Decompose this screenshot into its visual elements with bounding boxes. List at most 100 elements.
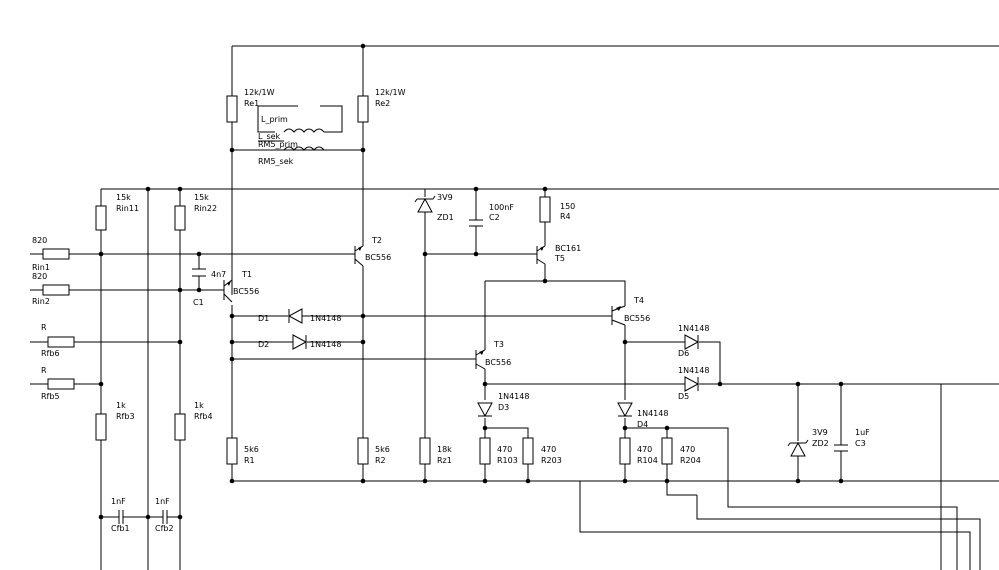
r103-ref: R103 bbox=[497, 456, 518, 465]
resistor-re1 bbox=[226, 95, 238, 123]
resistor-rin22 bbox=[174, 205, 186, 231]
r104-value: 470 bbox=[637, 445, 652, 454]
junction-dot bbox=[145, 514, 151, 520]
resistor-rin1 bbox=[42, 248, 70, 260]
r103-value: 470 bbox=[497, 445, 512, 454]
rfb4-ref: Rfb4 bbox=[194, 412, 213, 421]
zener-zd2 bbox=[787, 439, 809, 457]
resistors bbox=[42, 95, 673, 465]
junction-dot bbox=[482, 478, 488, 484]
junction-dot bbox=[473, 186, 479, 192]
t1-ref: T1 bbox=[241, 270, 252, 279]
cfb2-value: 1nF bbox=[155, 497, 170, 506]
junction-dot bbox=[717, 381, 723, 387]
re1-value: 12k/1W bbox=[244, 88, 275, 97]
c2-ref: C2 bbox=[489, 213, 500, 222]
resistor-r4 bbox=[539, 196, 551, 223]
junction-dot bbox=[482, 425, 488, 431]
t4-type: BC556 bbox=[624, 314, 650, 323]
cfb1-value: 1nF bbox=[111, 497, 126, 506]
transistor-t5 bbox=[536, 245, 546, 265]
diode-d4 bbox=[617, 402, 633, 418]
junction-dot bbox=[229, 147, 235, 153]
t1-type: BC556 bbox=[233, 287, 259, 296]
rm5-prim-label: RM5_prim bbox=[258, 140, 298, 149]
r4-ref: R4 bbox=[560, 212, 571, 221]
junction-dot bbox=[98, 381, 104, 387]
rfb4-value: 1k bbox=[194, 401, 204, 410]
zd2-value: 3V9 bbox=[812, 428, 828, 437]
junction-dot bbox=[664, 425, 670, 431]
resistor-r2 bbox=[357, 437, 369, 465]
resistor-re2 bbox=[357, 95, 369, 123]
inductor-l-prim-frame bbox=[257, 105, 298, 133]
junction-dot bbox=[177, 514, 183, 520]
inductors bbox=[257, 105, 343, 151]
junction-dot bbox=[229, 478, 235, 484]
c2-value: 100nF bbox=[489, 203, 514, 212]
cfb1-ref: Cfb1 bbox=[111, 524, 130, 533]
rin22-value: 15k bbox=[194, 193, 209, 202]
d2-ref: D2 bbox=[258, 340, 269, 349]
resistor-r104 bbox=[619, 437, 631, 465]
t3-ref: T3 bbox=[493, 340, 504, 349]
rfb3-value: 1k bbox=[116, 401, 126, 410]
c3-value: 1uF bbox=[855, 428, 870, 437]
junction-dot bbox=[98, 514, 104, 520]
capacitor-c3 bbox=[834, 444, 848, 452]
r104-ref: R104 bbox=[637, 456, 658, 465]
junction-dot bbox=[360, 478, 366, 484]
rfb5-value: R bbox=[41, 366, 47, 375]
junction-dot bbox=[473, 251, 479, 257]
d6-type: 1N4148 bbox=[678, 324, 709, 333]
c1-ref: C1 bbox=[193, 298, 204, 307]
junction-dot bbox=[622, 339, 628, 345]
resistor-rfb4 bbox=[174, 413, 186, 441]
junction-dot bbox=[177, 339, 183, 345]
rin2-value: 820 bbox=[32, 272, 47, 281]
l-sek-label: L_sek bbox=[258, 132, 281, 141]
rin11-ref: Rin11 bbox=[116, 204, 139, 213]
resistor-r203 bbox=[522, 437, 534, 465]
junction-dot bbox=[622, 425, 628, 431]
junction-dot bbox=[360, 43, 366, 49]
component-labels: 12k/1W Re1 12k/1W Re2 L_prim L_sek RM5_p… bbox=[32, 88, 870, 533]
rin11-value: 15k bbox=[116, 193, 131, 202]
rin1-ref: Rin1 bbox=[32, 263, 50, 272]
resistor-rin11 bbox=[95, 205, 107, 231]
diode-d3 bbox=[477, 402, 493, 418]
t2-ref: T2 bbox=[371, 236, 382, 245]
zd2-ref: ZD2 bbox=[812, 439, 829, 448]
wires bbox=[30, 45, 999, 570]
capacitor-c1 bbox=[192, 268, 206, 277]
diode-d5 bbox=[684, 376, 700, 392]
junction-dot bbox=[838, 478, 844, 484]
r203-value: 470 bbox=[541, 445, 556, 454]
t2-type: BC556 bbox=[365, 253, 391, 262]
junction-dot bbox=[795, 478, 801, 484]
capacitor-cfb1 bbox=[118, 510, 124, 524]
d5-ref: D5 bbox=[678, 392, 689, 401]
rfb6-value: R bbox=[41, 323, 47, 332]
d1-type: 1N4148 bbox=[310, 314, 341, 323]
d2-type: 1N4148 bbox=[310, 340, 341, 349]
diode-d2 bbox=[292, 334, 308, 350]
zener-zd1 bbox=[414, 195, 436, 213]
junction-dot bbox=[622, 478, 628, 484]
re2-value: 12k/1W bbox=[375, 88, 406, 97]
rfb6-ref: Rfb6 bbox=[41, 349, 60, 358]
junction-dot bbox=[360, 313, 366, 319]
junction-dot bbox=[542, 186, 548, 192]
rin2-ref: Rin2 bbox=[32, 297, 50, 306]
r204-ref: R204 bbox=[680, 456, 701, 465]
rz1-ref: Rz1 bbox=[437, 456, 452, 465]
zd1-value: 3V9 bbox=[437, 193, 453, 202]
resistor-r1 bbox=[226, 437, 238, 465]
diode-d6 bbox=[684, 334, 700, 350]
d1-ref: D1 bbox=[258, 314, 269, 323]
t5-ref: T5 bbox=[554, 254, 565, 263]
r1-ref: R1 bbox=[244, 456, 255, 465]
r203-ref: R203 bbox=[541, 456, 562, 465]
junction-dot bbox=[177, 287, 183, 293]
